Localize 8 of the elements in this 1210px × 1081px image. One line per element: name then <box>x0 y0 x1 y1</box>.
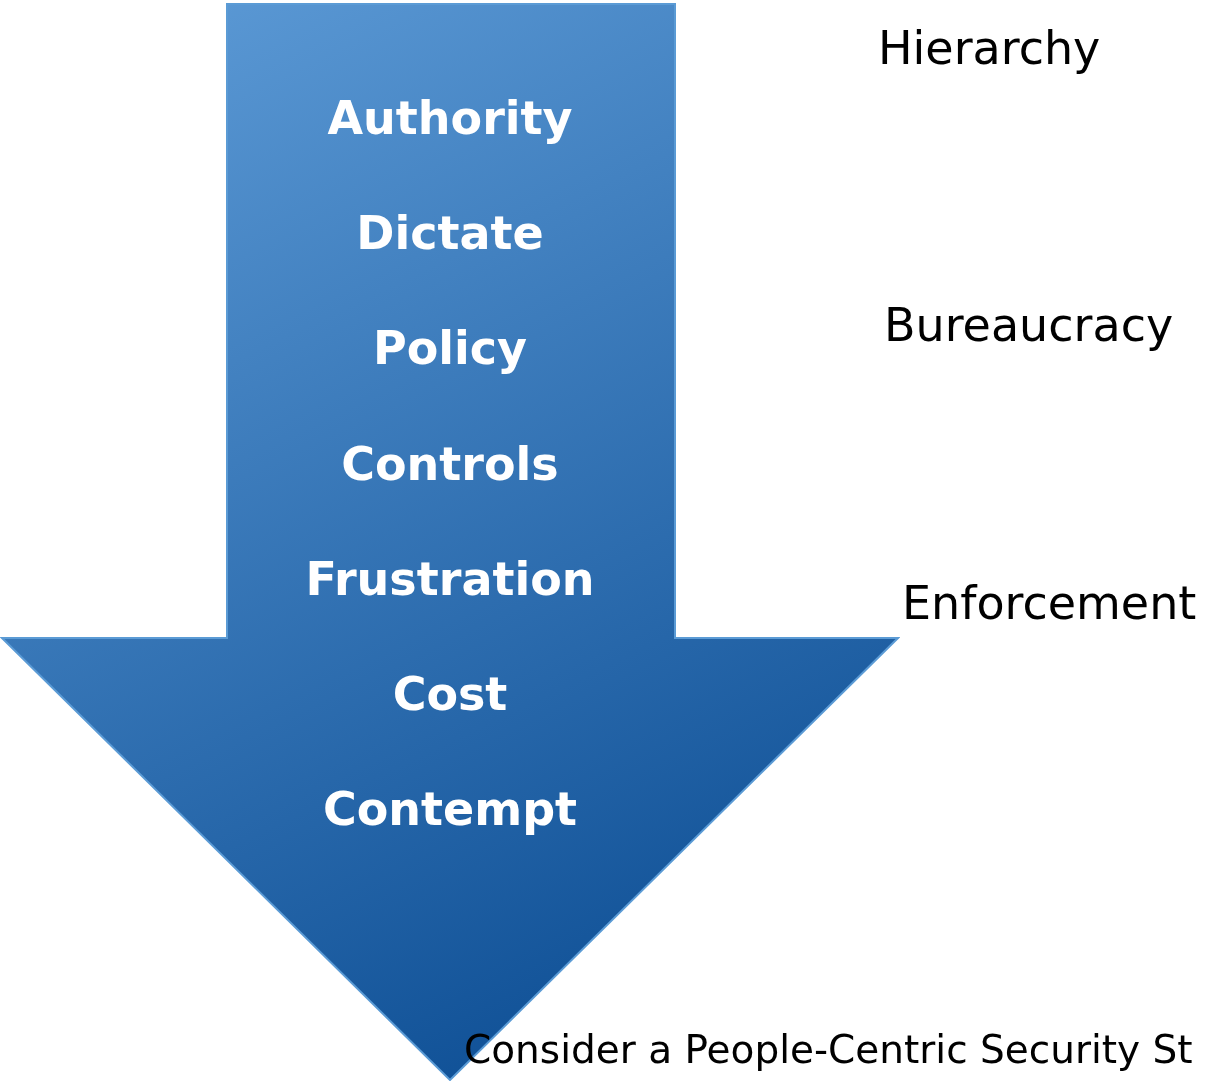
arrow-step-text: Contempt <box>321 781 579 837</box>
arrow-step-text: Policy <box>371 320 529 376</box>
side-label: Enforcement <box>902 580 1197 626</box>
arrow-step-text: Controls <box>340 436 560 492</box>
arrow-step-text: Dictate <box>355 205 545 261</box>
arrow-step-text: Frustration <box>304 551 596 607</box>
arrow-step-text: Cost <box>391 666 509 722</box>
arrow-step-text: Authority <box>326 90 574 146</box>
